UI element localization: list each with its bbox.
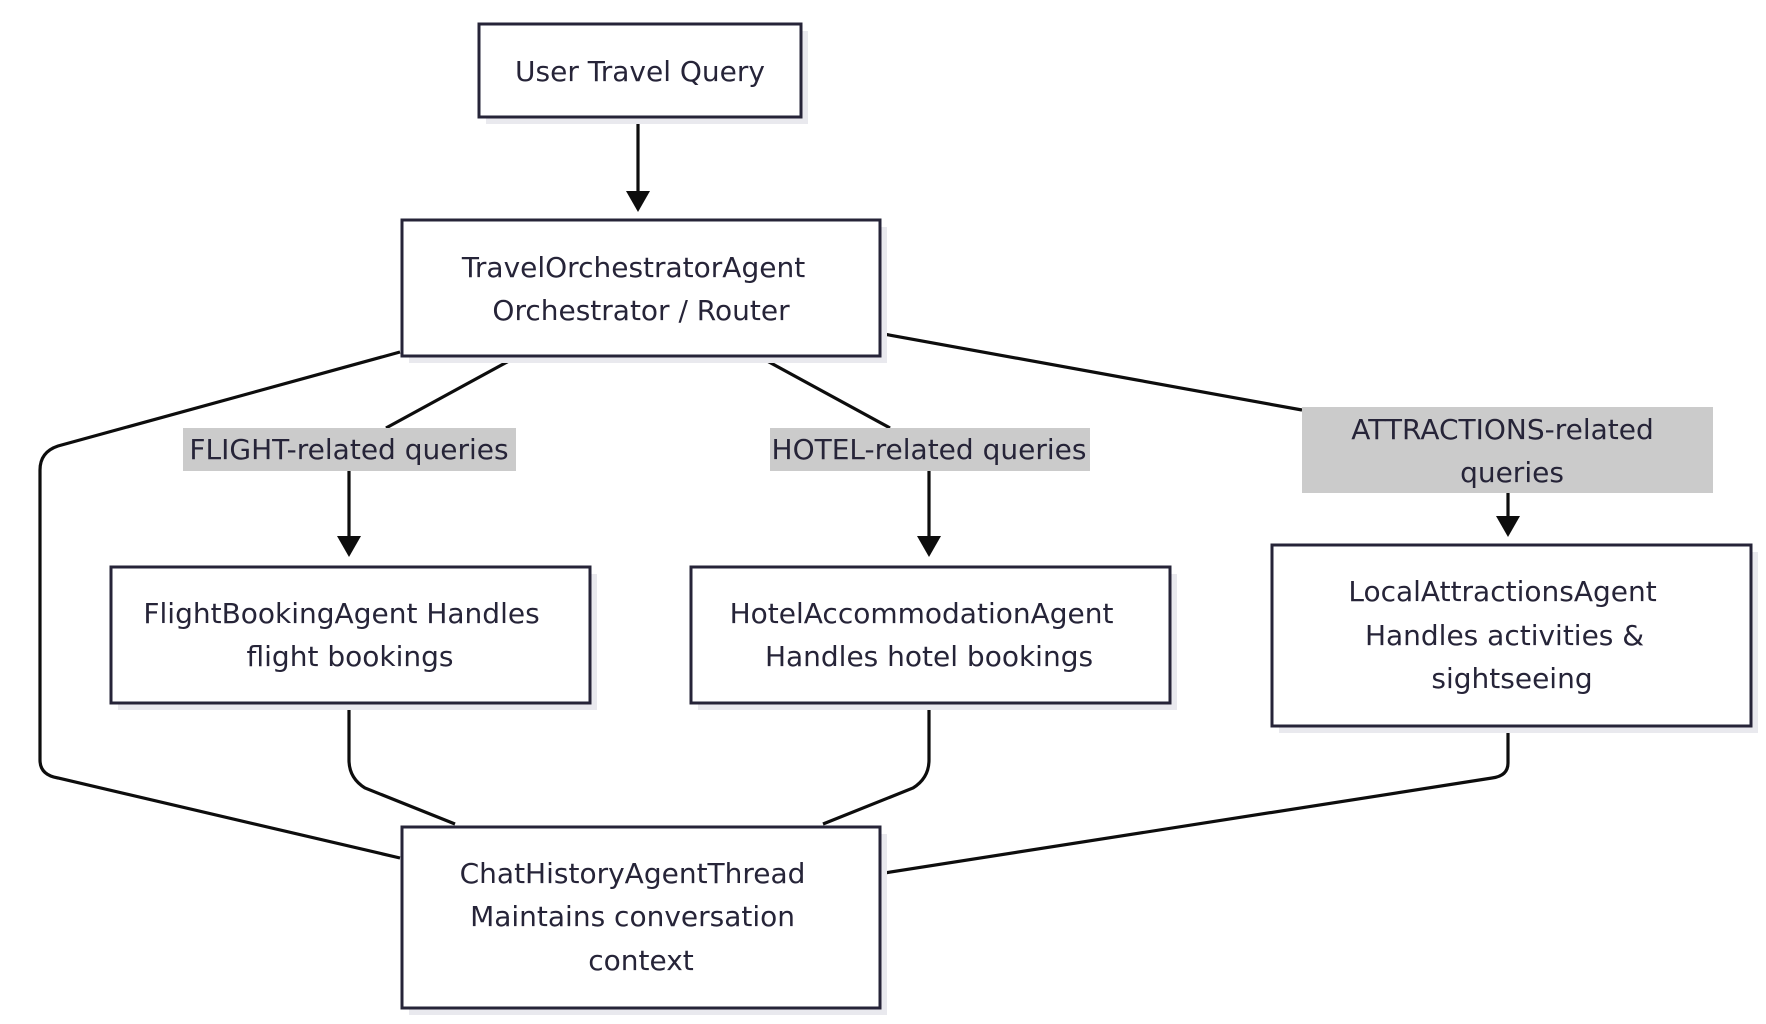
- node-hotel-accommodation-agent-text: HotelAccommodationAgent Handles hotel bo…: [730, 597, 1123, 673]
- edge-label-hotel-text: HOTEL-related queries: [772, 433, 1087, 466]
- edge-orchestrator-to-attractions-label: [877, 331, 1303, 412]
- edge-label-attractions-line-2: queries: [1460, 456, 1564, 489]
- edge-orchestrator-to-hotel-label: [757, 354, 891, 430]
- arrowhead-hotel: [917, 536, 941, 557]
- edge-label-attractions-bg: [1302, 407, 1713, 493]
- node-local-attractions-agent-line-1: LocalAttractionsAgent: [1348, 575, 1656, 608]
- edge-label-attractions-line-1: ATTRACTIONS-related: [1351, 413, 1654, 446]
- node-hotel-accommodation-agent-line-2: Handles hotel bookings: [765, 640, 1093, 673]
- edge-label-attractions-text: ATTRACTIONS-related queries: [1351, 413, 1662, 489]
- node-hotel-accommodation-agent-box: [689, 565, 1172, 705]
- edge-label-attractions: ATTRACTIONS-related queries: [1302, 407, 1713, 493]
- edge-attractions-to-history: [877, 724, 1510, 876]
- node-chat-history-agent-thread-line-1: ChatHistoryAgentThread: [460, 857, 806, 890]
- edge-labels: FLIGHT-related queries HOTEL-related que…: [183, 407, 1713, 493]
- node-local-attractions-agent-box: [1270, 543, 1753, 728]
- edge-label-flight: FLIGHT-related queries: [183, 428, 516, 471]
- node-hotel-accommodation-agent: HotelAccommodationAgent Handles hotel bo…: [689, 565, 1177, 710]
- edge-label-hotel-line-1: HOTEL-related queries: [772, 433, 1087, 466]
- edge-flight-to-history: [347, 703, 456, 826]
- node-hotel-accommodation-agent-line-1: HotelAccommodationAgent: [730, 597, 1114, 630]
- node-flight-booking-agent: FlightBookingAgent Handles flight bookin…: [109, 565, 597, 710]
- node-travel-orchestrator-agent-line-2: Orchestrator / Router: [492, 294, 790, 327]
- node-user-travel-query: User Travel Query: [477, 22, 808, 124]
- edge-orchestrator-to-history: [38, 350, 401, 860]
- node-travel-orchestrator-agent-text: TravelOrchestratorAgent Orchestrator / R…: [461, 251, 814, 327]
- node-travel-orchestrator-agent-box: [400, 218, 882, 358]
- edge-label-hotel: HOTEL-related queries: [770, 428, 1090, 471]
- node-chat-history-agent-thread-text: ChatHistoryAgentThread Maintains convers…: [460, 857, 815, 977]
- node-travel-orchestrator-agent: TravelOrchestratorAgent Orchestrator / R…: [400, 218, 887, 363]
- node-user-travel-query-box: [477, 22, 803, 119]
- node-local-attractions-agent-line-2: Handles activities &: [1365, 619, 1644, 652]
- edges: [38, 118, 1520, 876]
- node-local-attractions-agent-text: LocalAttractionsAgent Handles activities…: [1348, 575, 1665, 695]
- node-user-travel-query-text: User Travel Query: [515, 55, 765, 88]
- arrowhead-flight: [337, 536, 361, 557]
- node-local-attractions-agent-line-3: sightseeing: [1431, 662, 1592, 695]
- edge-orchestrator-to-flight-label: [385, 354, 519, 430]
- node-flight-booking-agent-line-1: FlightBookingAgent Handles: [143, 597, 539, 630]
- edge-label-flight-line-1: FLIGHT-related queries: [189, 433, 508, 466]
- edge-label-flight-bg: [183, 428, 516, 471]
- node-local-attractions-agent: LocalAttractionsAgent Handles activities…: [1270, 543, 1758, 733]
- nodes: User Travel Query TravelOrchestratorAgen…: [109, 22, 1758, 1015]
- node-chat-history-agent-thread-line-3: context: [588, 944, 694, 977]
- arrowhead-orchestrator: [626, 191, 650, 212]
- edge-label-flight-text: FLIGHT-related queries: [189, 433, 508, 466]
- node-travel-orchestrator-agent-line-1: TravelOrchestratorAgent: [461, 251, 805, 284]
- node-chat-history-agent-thread-line-2: Maintains conversation: [470, 900, 795, 933]
- edge-hotel-to-history: [822, 703, 931, 826]
- node-chat-history-agent-thread: ChatHistoryAgentThread Maintains convers…: [400, 825, 887, 1015]
- node-flight-booking-agent-line-2: flight bookings: [247, 640, 454, 673]
- node-chat-history-agent-thread-box: [400, 825, 882, 1010]
- node-flight-booking-agent-box: [109, 565, 592, 705]
- arrowhead-attractions: [1496, 516, 1520, 537]
- node-flight-booking-agent-text: FlightBookingAgent Handles flight bookin…: [143, 597, 548, 673]
- edge-label-hotel-bg: [770, 428, 1090, 471]
- node-user-travel-query-line-1: User Travel Query: [515, 55, 765, 88]
